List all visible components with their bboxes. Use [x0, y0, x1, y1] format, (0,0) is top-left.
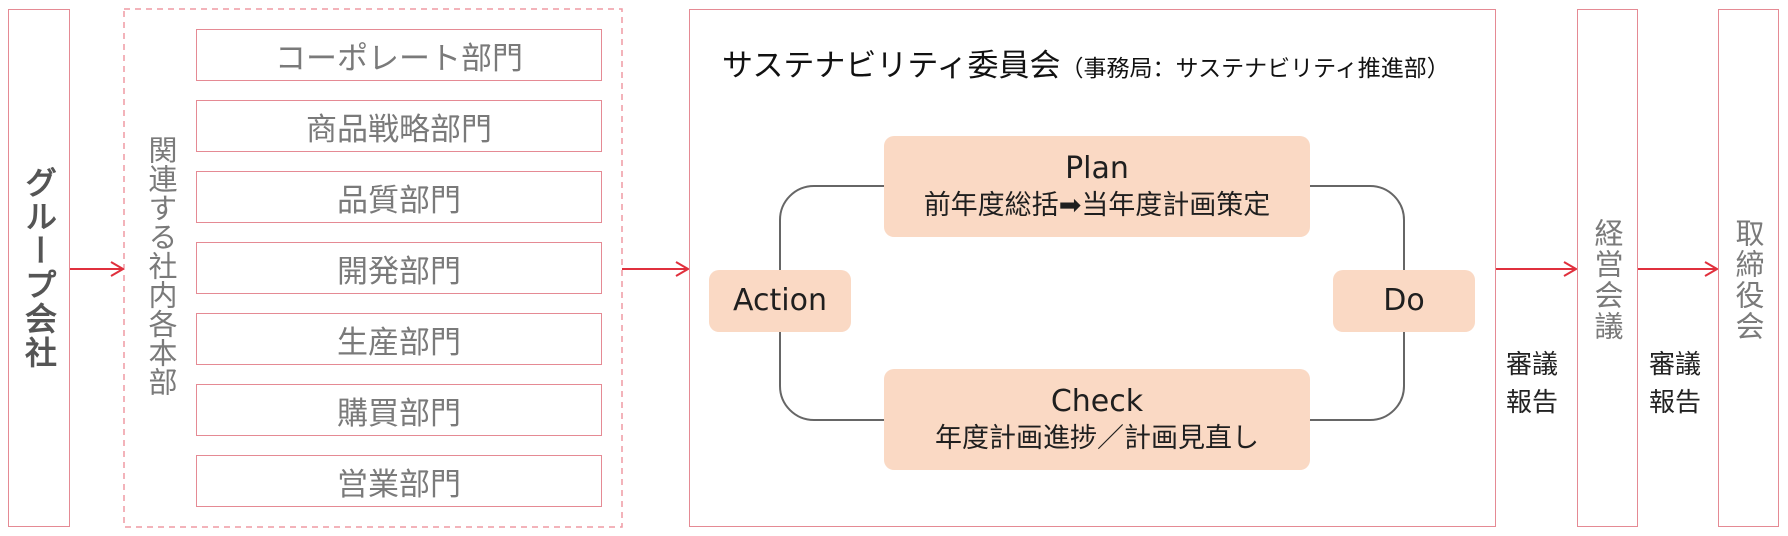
flow-label-committee-to-management: 審議 報告: [1500, 346, 1564, 422]
departments-container: [123, 8, 623, 528]
board-of-directors-box: 取締役会: [1718, 9, 1779, 527]
department-label: 開発部門: [337, 253, 461, 290]
action-title: Action: [733, 283, 827, 318]
related-departments-label-wrap: 関連する社内各本部: [136, 110, 186, 420]
pdca-do-box: Do: [1333, 270, 1475, 332]
plan-title: Plan: [1065, 150, 1129, 186]
department-label: 商品戦略部門: [306, 111, 492, 148]
related-departments-label: 関連する社内各本部: [144, 134, 178, 396]
committee-title: サステナビリティ委員会: [722, 48, 1061, 84]
department-label: 生産部門: [337, 324, 461, 361]
plan-subtitle: 前年度総括➡当年度計画策定: [924, 188, 1271, 224]
committee-heading: サステナビリティ委員会（事務局：サステナビリティ推進部）: [722, 40, 1482, 84]
department-label: コーポレート部門: [275, 40, 523, 77]
board-of-directors-label: 取締役会: [1731, 218, 1765, 342]
flow-label-line2: 報告: [1648, 388, 1701, 418]
department-box: コーポレート部門: [196, 29, 602, 81]
check-subtitle: 年度計画進捗／計画見直し: [935, 422, 1259, 454]
plan-current-year-planning: 当年度計画策定: [1081, 189, 1271, 221]
department-box: 営業部門: [196, 455, 602, 507]
flow-label-line1: 審議: [1648, 350, 1701, 380]
right-arrow-icon: ➡: [1058, 189, 1082, 221]
flow-label-line1: 審議: [1505, 350, 1558, 380]
department-label: 品質部門: [337, 182, 461, 219]
group-company-label: グループ会社: [20, 166, 58, 370]
flow-label-line2: 報告: [1505, 388, 1558, 418]
plan-previous-year-review: 前年度総括: [923, 189, 1059, 221]
board-of-directors-label-wrap: 取締役会: [1719, 200, 1777, 360]
department-box: 開発部門: [196, 242, 602, 294]
management-meeting-label: 経営会議: [1590, 218, 1624, 342]
pdca-action-box: Action: [709, 270, 851, 332]
management-meeting-box: 経営会議: [1577, 9, 1638, 527]
sustainability-committee-box: サステナビリティ委員会（事務局：サステナビリティ推進部）: [689, 9, 1496, 527]
department-box: 品質部門: [196, 171, 602, 223]
committee-secretariat: （事務局：サステナビリティ推進部）: [1060, 56, 1450, 82]
check-title: Check: [1050, 383, 1144, 419]
group-company-box: グループ会社: [8, 9, 70, 527]
department-box: 商品戦略部門: [196, 100, 602, 152]
department-label: 営業部門: [337, 466, 461, 503]
management-meeting-label-wrap: 経営会議: [1578, 200, 1636, 360]
pdca-check-box: Check 年度計画進捗／計画見直し: [884, 369, 1310, 470]
pdca-plan-box: Plan 前年度総括➡当年度計画策定: [884, 136, 1310, 237]
do-title: Do: [1383, 283, 1425, 318]
flow-label-management-to-board: 審議 報告: [1643, 346, 1707, 422]
department-label: 購買部門: [337, 395, 461, 432]
department-box: 購買部門: [196, 384, 602, 436]
department-box: 生産部門: [196, 313, 602, 365]
